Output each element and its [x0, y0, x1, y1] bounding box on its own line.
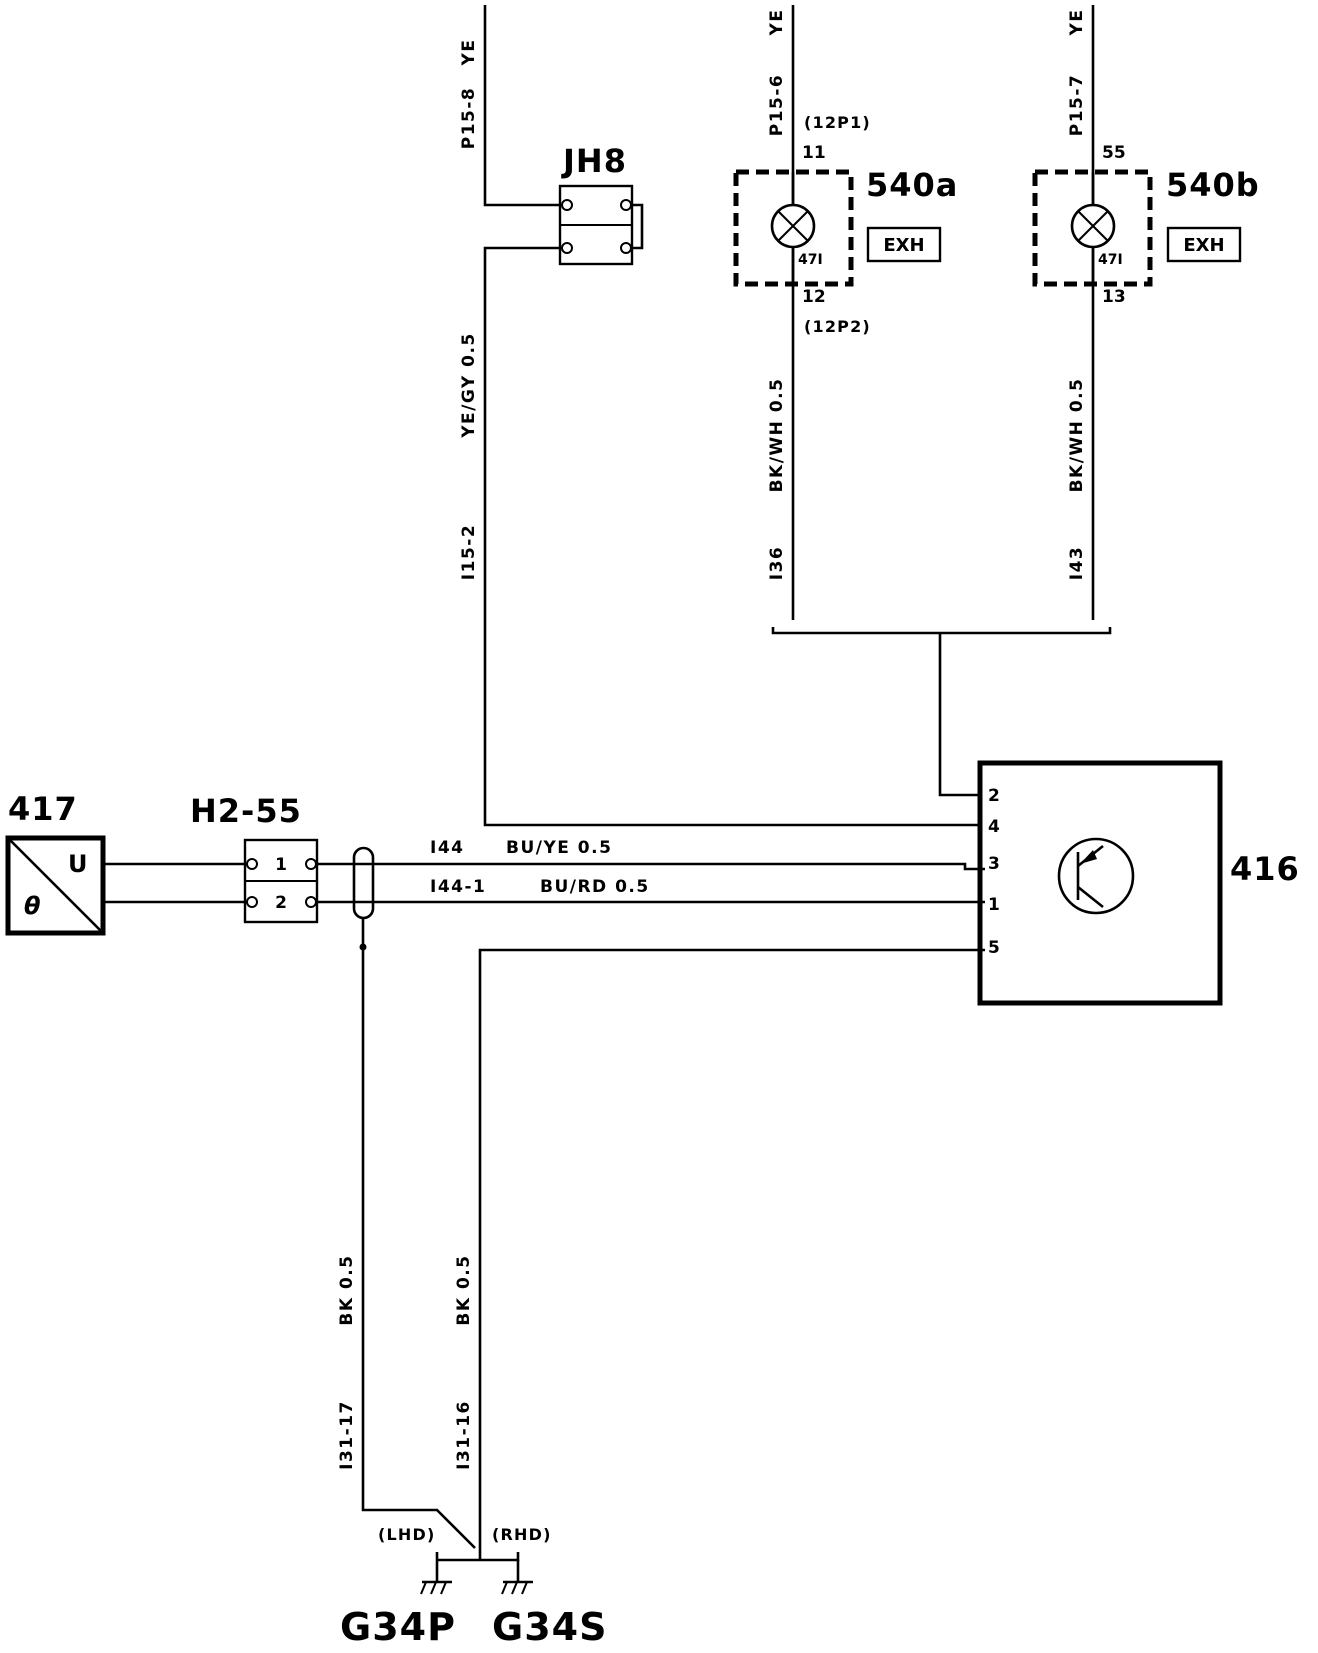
module-416: 2 4 3 1 5 416	[977, 760, 1300, 1006]
wire-id-label: I31-16	[454, 1400, 474, 1470]
pin-label: 11	[802, 143, 826, 163]
wire-id-label: P15-7	[1067, 74, 1087, 137]
pin-label: 1	[275, 855, 287, 875]
pin-label: 12	[802, 287, 826, 307]
component-label: 540a	[866, 166, 958, 204]
exh-tag: EXH	[883, 235, 924, 256]
pin-label: 3	[988, 854, 1000, 874]
wire-spec-label: BK/WH 0.5	[1067, 378, 1087, 493]
wire-yellow-middle: YE P15-6 BK/WH 0.5 I36	[767, 5, 795, 620]
component-label: H2-55	[190, 792, 302, 830]
component-label: 540b	[1166, 166, 1260, 204]
pin-label: 2	[275, 893, 287, 913]
lamp-540a: 47I 11 12 (12P1) (12P2) 540a EXH	[733, 113, 958, 336]
component-label: 416	[1230, 850, 1300, 888]
connector-label: (12P1)	[804, 113, 871, 132]
wire-spec-label: BU/YE 0.5	[506, 838, 612, 858]
wire-id-label: I44-1	[430, 877, 486, 897]
ground-label-g34s: G34S	[492, 1605, 607, 1648]
wire-ground-i31-17: BK 0.5 I31-17	[337, 947, 476, 1549]
bulb-label: 47I	[798, 252, 823, 268]
wire-id-label: I36	[767, 546, 787, 580]
pin-label: 55	[1102, 143, 1126, 163]
pin-label: 1	[988, 895, 1000, 915]
pin-label: 2	[988, 786, 1000, 806]
pin-label: 13	[1102, 287, 1126, 307]
wire-signal-i44-1: I44-1 BU/RD 0.5	[316, 877, 985, 904]
exh-tag: EXH	[1183, 235, 1224, 256]
connector-h2-55: H2-55 1 2	[190, 792, 319, 924]
component-label: JH8	[561, 142, 627, 180]
transistor-icon	[1057, 837, 1135, 915]
wire-color-label: YE	[767, 9, 787, 37]
connector-label: (12P2)	[804, 317, 871, 336]
ground-points: (LHD) (RHD) G34P G34S	[340, 1525, 607, 1649]
wire-id-label: P15-6	[767, 74, 787, 137]
wire-color-label: YE	[459, 39, 479, 67]
wire-color-label: YE	[1067, 9, 1087, 37]
wire-spec-label: BK/WH 0.5	[767, 378, 787, 493]
pin-label: 4	[988, 817, 1000, 837]
wire-signal-i44: I44 BU/YE 0.5	[316, 838, 985, 871]
ground-label-g34p: G34P	[340, 1605, 456, 1648]
component-label: 417	[8, 790, 78, 828]
wire-id-label: P15-8	[459, 87, 479, 150]
wire-yellow-right: YE P15-7 BK/WH 0.5 I43	[1067, 5, 1095, 620]
wire-spec-label: BK 0.5	[454, 1254, 474, 1325]
bulb-label: 47I	[1098, 252, 1123, 268]
wire-id-label: I31-17	[337, 1400, 357, 1470]
wire-id-label: I44	[430, 838, 464, 858]
sensor-417: 417 U θ	[5, 790, 106, 936]
sensor-symbol-u: U	[68, 850, 89, 878]
bracket-joint	[771, 627, 1112, 797]
wire-spec-label: BU/RD 0.5	[540, 877, 650, 897]
wire-spec-label: YE/GY 0.5	[459, 332, 479, 439]
ground-icon	[420, 1560, 452, 1595]
wire-id-label: I43	[1067, 546, 1087, 580]
junction-jh8: JH8	[558, 142, 644, 266]
wire-spec-label: BK 0.5	[337, 1254, 357, 1325]
wire-ground-i31-16: BK 0.5 I31-16	[454, 948, 985, 1560]
pin-label: 5	[988, 938, 1000, 958]
sensor-symbol-theta: θ	[24, 892, 42, 920]
rhd-label: (RHD)	[492, 1525, 552, 1544]
ground-icon	[501, 1560, 533, 1595]
wire-yellow-left: YE P15-8 YE/GY 0.5 I15-2	[459, 5, 985, 827]
lamp-540b: 47I 55 13 540b EXH	[1032, 143, 1260, 307]
wire-id-label: I15-2	[459, 524, 479, 580]
lhd-label: (LHD)	[378, 1525, 436, 1544]
